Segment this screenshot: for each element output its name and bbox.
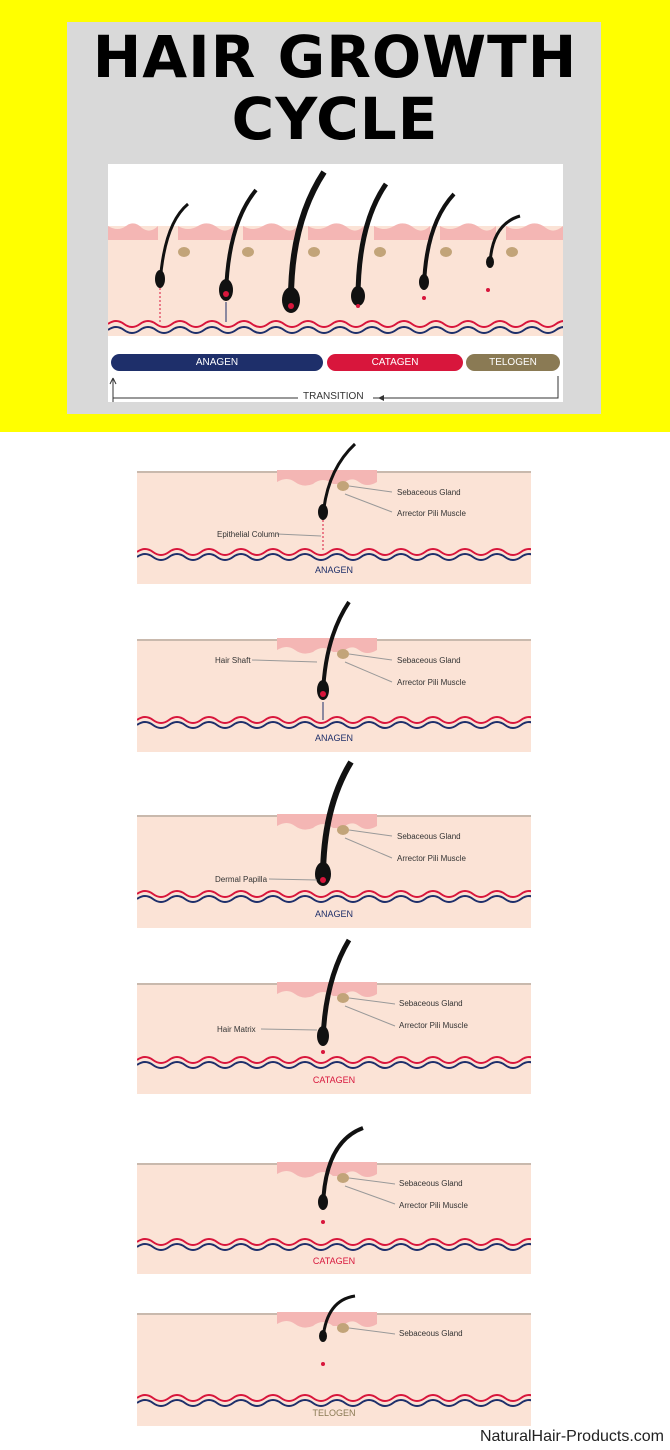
label-sebaceous: Sebaceous Gland — [397, 656, 461, 665]
epidermis-segment — [243, 223, 298, 240]
label-sebaceous: Sebaceous Gland — [399, 999, 463, 1008]
panel-illustration: Sebaceous Gland Arrector Pili Muscle Hai… — [136, 938, 538, 1094]
label-sebaceous: Sebaceous Gland — [397, 488, 461, 497]
stage-label: TELOGEN — [312, 1408, 355, 1418]
stage-label: CATAGEN — [313, 1256, 355, 1266]
stage-label: ANAGEN — [315, 909, 353, 919]
stage-label: CATAGEN — [313, 1075, 355, 1085]
hair-bulb — [319, 1330, 327, 1342]
epidermis-segment — [108, 223, 158, 240]
label-arrector: Arrector Pili Muscle — [399, 1021, 468, 1030]
epidermis-segment — [506, 223, 563, 240]
stage-label: ANAGEN — [315, 733, 353, 743]
hair-shaft — [321, 1126, 364, 1207]
panel-illustration: Sebaceous Gland Arrector Pili Muscle Epi… — [136, 442, 538, 584]
transition-line — [113, 376, 559, 399]
hair-bulb — [318, 1194, 328, 1210]
transition-label: TRANSITION — [303, 391, 364, 402]
label-arrector: Arrector Pili Muscle — [397, 509, 466, 518]
hair-bulb — [318, 504, 328, 520]
stage-panel-3: Sebaceous Gland Arrector Pili Muscle Der… — [136, 758, 538, 930]
header-banner: HAIR GROWTH CYCLE — [0, 0, 670, 432]
stage-panel-1: Sebaceous Gland Arrector Pili Muscle Epi… — [136, 440, 538, 586]
hair-bulb — [317, 680, 329, 700]
page-title: HAIR GROWTH CYCLE — [0, 0, 670, 160]
follicle-stage-4 — [351, 182, 389, 308]
follicle-stage-5 — [419, 192, 456, 300]
title-line-2: CYCLE — [231, 85, 439, 153]
phase-anagen-bar: ANAGEN — [111, 354, 323, 371]
label-sebaceous: Sebaceous Gland — [399, 1179, 463, 1188]
title-line-1: HAIR GROWTH — [92, 23, 578, 91]
label-arrector: Arrector Pili Muscle — [397, 854, 466, 863]
stage-label: ANAGEN — [315, 565, 353, 575]
artery-line — [107, 320, 573, 328]
label-sebaceous: Sebaceous Gland — [397, 832, 461, 841]
panel-illustration: Sebaceous Gland Arrector Pili Muscle Hai… — [136, 600, 538, 752]
epidermis-segment — [308, 223, 364, 240]
follicle-stage-2 — [219, 188, 258, 322]
epidermis-segment — [178, 223, 234, 240]
hair-bulb — [317, 1026, 329, 1046]
panel-illustration: Sebaceous Gland Arrector Pili Muscle CAT… — [136, 1126, 538, 1274]
follicle-stage-3 — [282, 170, 327, 313]
epidermis-segment — [440, 223, 496, 240]
follicle-stage-1 — [155, 202, 190, 322]
phase-telogen-bar: TELOGEN — [466, 354, 560, 371]
cycle-overview-diagram: ANAGEN CATAGEN TELOGEN TRANSITION — [107, 164, 573, 402]
overview-illustration — [107, 170, 573, 402]
label-arrector: Arrector Pili Muscle — [399, 1201, 468, 1210]
epidermis-segment — [374, 223, 430, 240]
sebaceous-gland-shape — [337, 481, 349, 491]
follicle-stage-6 — [486, 214, 521, 292]
stage-panel-4: Sebaceous Gland Arrector Pili Muscle Hai… — [136, 936, 538, 1096]
stage-panel-5: Sebaceous Gland Arrector Pili Muscle CAT… — [136, 1118, 538, 1276]
dermis-layer — [108, 226, 563, 336]
stage-panel-2: Sebaceous Gland Arrector Pili Muscle Hai… — [136, 598, 538, 754]
footer-credit: NaturalHair-Products.com — [479, 1428, 664, 1445]
label-left: Hair Matrix — [217, 1025, 256, 1034]
label-left: Epithelial Column — [217, 530, 279, 539]
label-left: Hair Shaft — [215, 656, 251, 665]
transition-arrowhead — [378, 395, 384, 401]
label-sebaceous: Sebaceous Gland — [399, 1329, 463, 1338]
phase-catagen-bar: CATAGEN — [327, 354, 463, 371]
stage-panel-6: Sebaceous Gland TELOGEN — [136, 1290, 538, 1428]
vein-line — [107, 326, 573, 334]
label-arrector: Arrector Pili Muscle — [397, 678, 466, 687]
label-left: Dermal Papilla — [215, 875, 268, 884]
panel-illustration: Sebaceous Gland Arrector Pili Muscle Der… — [136, 760, 538, 928]
panel-illustration: Sebaceous Gland TELOGEN — [136, 1294, 538, 1426]
hair-bulb — [315, 862, 331, 886]
